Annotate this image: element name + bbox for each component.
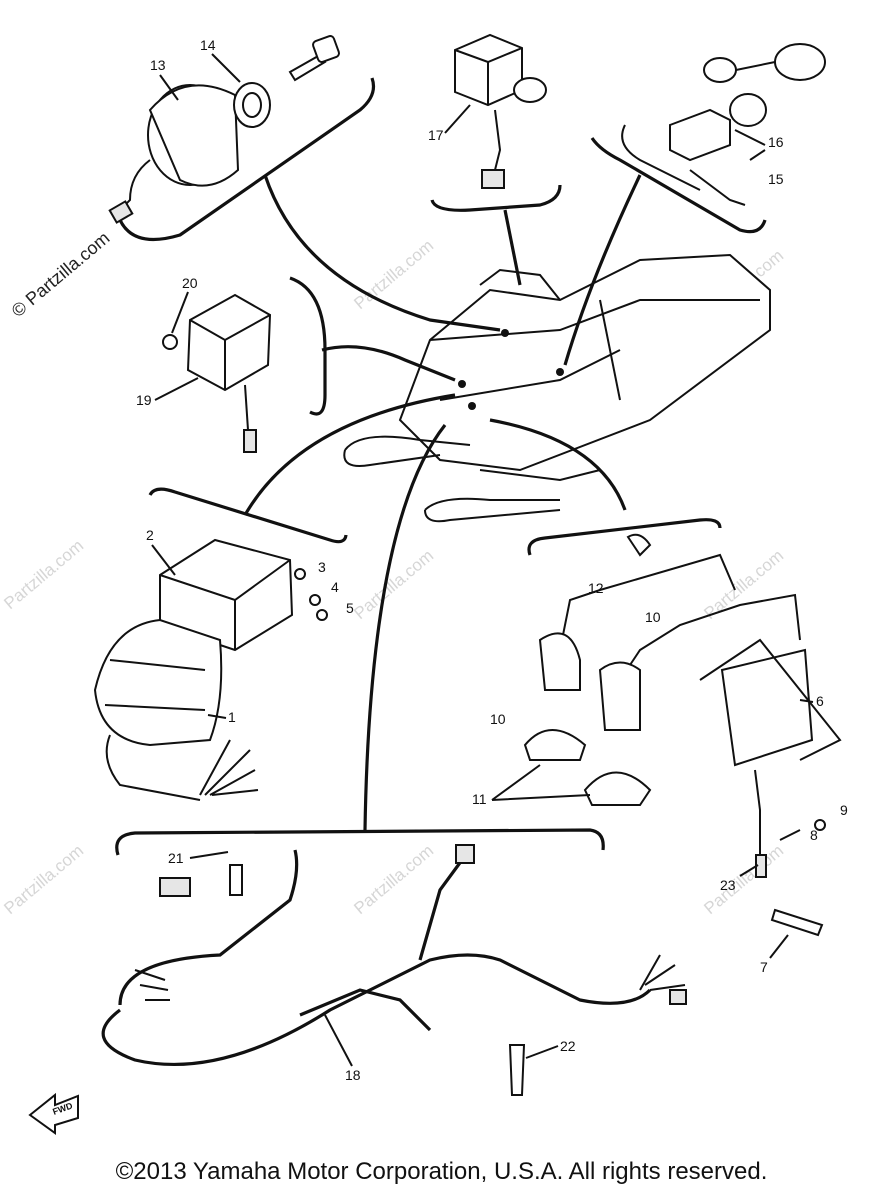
part-label-22: 22 — [560, 1038, 576, 1054]
part-label-3: 3 — [318, 559, 326, 575]
part-label-6: 6 — [816, 693, 824, 709]
wire-harness-group: 21 18 22 — [101, 828, 687, 1096]
part-label-20: 20 — [182, 275, 198, 291]
watermark: Partzilla.com — [0, 536, 87, 613]
part-label-21: 21 — [168, 850, 184, 866]
part-label-17: 17 — [428, 127, 444, 143]
regulator-group: 20 19 — [136, 275, 327, 453]
cdi-group: 2 3 4 5 1 — [93, 487, 354, 801]
watermark: Partzilla.com — [350, 841, 437, 918]
part-label-14: 14 — [200, 37, 216, 53]
leader-lines — [243, 174, 642, 831]
part-label-13: 13 — [150, 57, 166, 73]
part-label-8: 8 — [810, 827, 818, 843]
watermark: Partzilla.com — [0, 841, 87, 918]
part-label-5: 5 — [346, 600, 354, 616]
relay-group: 17 — [428, 33, 562, 212]
part-label-9: 9 — [840, 802, 848, 818]
copyright-notice: ©2013 Yamaha Motor Corporation, U.S.A. A… — [115, 1158, 768, 1185]
part-label-2: 2 — [146, 527, 154, 543]
forward-arrow-icon: FWD — [28, 1092, 79, 1135]
part-label-19: 19 — [136, 392, 152, 408]
part-label-1: 1 — [228, 709, 236, 725]
throttle-switch-group: 16 15 — [590, 43, 826, 234]
watermark: Partzilla.com — [700, 841, 787, 918]
main-switch-group: 13 14 — [108, 35, 376, 242]
part-label-23: 23 — [720, 877, 736, 893]
part-label-10a: 10 — [490, 711, 506, 727]
ignition-coil-group: 12 10 10 6 11 8 9 23 7 — [472, 518, 848, 975]
part-label-16: 16 — [768, 134, 784, 150]
part-label-15: 15 — [768, 171, 784, 187]
part-label-11: 11 — [472, 791, 487, 807]
watermark-dark: © Partzilla.com — [8, 228, 114, 321]
part-label-12: 12 — [588, 580, 604, 596]
part-label-7: 7 — [760, 959, 768, 975]
part-label-18: 18 — [345, 1067, 361, 1083]
snowmobile — [343, 253, 771, 523]
watermark: Partzilla.com — [350, 546, 437, 623]
part-label-10b: 10 — [645, 609, 661, 625]
watermark: Partzilla.com — [350, 236, 437, 313]
part-label-4: 4 — [331, 579, 339, 595]
